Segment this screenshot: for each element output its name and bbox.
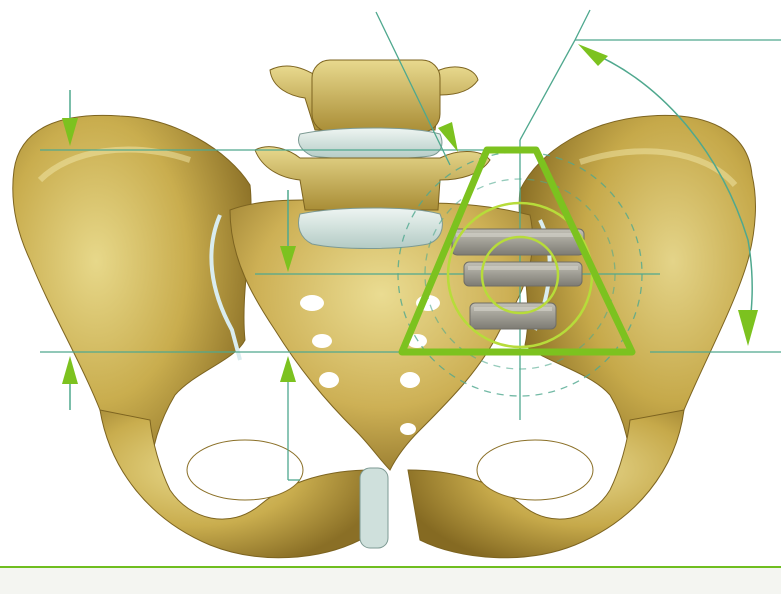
guide-line-axis bbox=[520, 40, 575, 140]
arrow-up-icon bbox=[62, 356, 78, 410]
bottom-bar bbox=[0, 566, 781, 594]
disc-upper bbox=[299, 128, 442, 159]
arrow-up-icon bbox=[280, 356, 296, 382]
rotation-arrow-head-top bbox=[578, 44, 608, 66]
disc-lower bbox=[299, 208, 443, 249]
implant-top bbox=[452, 229, 584, 255]
guide-line-axis-top bbox=[575, 10, 590, 40]
implant-bottom bbox=[470, 303, 556, 329]
bottom-rule bbox=[0, 566, 781, 568]
rotation-arrow-head-bottom bbox=[738, 310, 758, 346]
